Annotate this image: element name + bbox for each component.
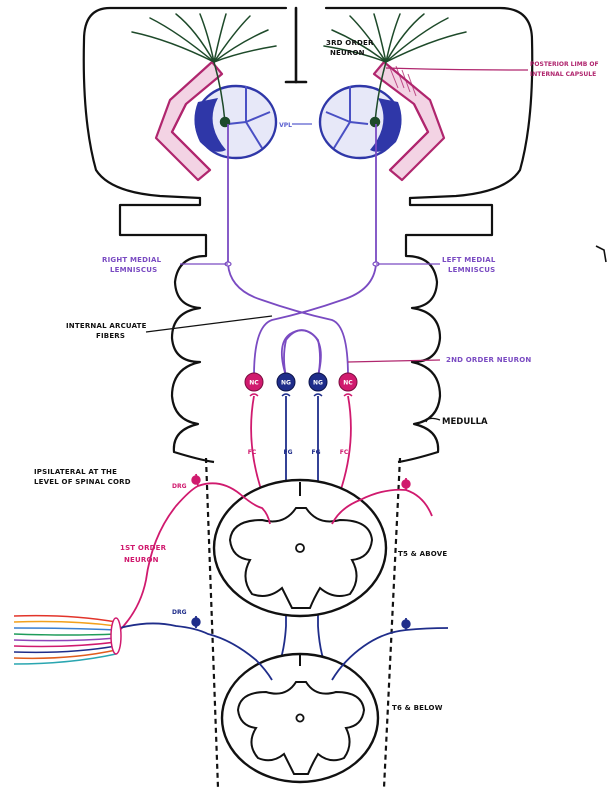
nucleus-gracilis-left: NG: [277, 373, 295, 391]
spinal-cord-t6: [222, 654, 378, 782]
third-order-label-line2: NEURON: [330, 49, 365, 57]
fc-right-label: FC: [340, 449, 349, 456]
second-order-neuron-label: 2ND ORDER NEURON: [446, 356, 531, 364]
thalamus-left: [194, 86, 276, 158]
first-order-label-line2: NEURON: [124, 556, 159, 564]
thalamus-right: [320, 86, 402, 158]
vpl-label: VPL: [279, 122, 292, 129]
nucleus-cuneatus-right: NC: [339, 373, 357, 391]
ipsilateral-label-line1: IPSILATERAL AT THE: [34, 468, 117, 476]
brainstem-outline: [172, 248, 440, 462]
ipsilateral-label-line2: LEVEL OF SPINAL CORD: [34, 478, 131, 486]
nucleus-cuneatus-left: NC: [245, 373, 263, 391]
t5-above-label: T5 & ABOVE: [398, 550, 447, 558]
cerebrum-outline: [84, 8, 533, 248]
left-medial-lemniscus-line1: LEFT MEDIAL: [442, 256, 496, 264]
fg-left-label: FG: [283, 449, 292, 456]
nucleus-gracilis-left-label: NG: [281, 380, 291, 387]
posterior-limb-label-line1: POSTERIOR LIMB OF: [530, 61, 599, 68]
nucleus-cuneatus-left-label: NC: [249, 380, 259, 387]
nucleus-gracilis-right-label: NG: [313, 380, 323, 387]
fg-right-label: FG: [311, 449, 320, 456]
internal-arcuate-line1: INTERNAL ARCUATE: [66, 322, 147, 330]
internal-arcuate-line2: FIBERS: [96, 332, 125, 340]
first-order-label-line1: 1ST ORDER: [120, 544, 167, 552]
nucleus-gracilis-right: NG: [309, 373, 327, 391]
midline-divider: [286, 8, 306, 82]
drg-top-label: DRG: [172, 483, 187, 490]
left-medial-lemniscus-line2: LEMNISCUS: [448, 266, 495, 274]
right-medial-lemniscus-line2: LEMNISCUS: [110, 266, 157, 274]
peripheral-nerve-bundle: [14, 616, 121, 664]
third-order-label-line1: 3RD ORDER: [326, 39, 374, 47]
nucleus-cuneatus-right-label: NC: [343, 380, 353, 387]
right-medial-lemniscus-line1: RIGHT MEDIAL: [102, 256, 162, 264]
drg-bottom-label: DRG: [172, 609, 187, 616]
lemniscus-markers: [225, 262, 379, 266]
medulla-label: MEDULLA: [442, 417, 488, 427]
posterior-limb-label-line2: INTERNAL CAPSULE: [530, 71, 596, 78]
fc-left-label: FC: [248, 449, 257, 456]
t6-below-label: T6 & BELOW: [392, 704, 443, 712]
medial-lemniscus: [228, 124, 376, 376]
corner-mark: [596, 246, 606, 262]
